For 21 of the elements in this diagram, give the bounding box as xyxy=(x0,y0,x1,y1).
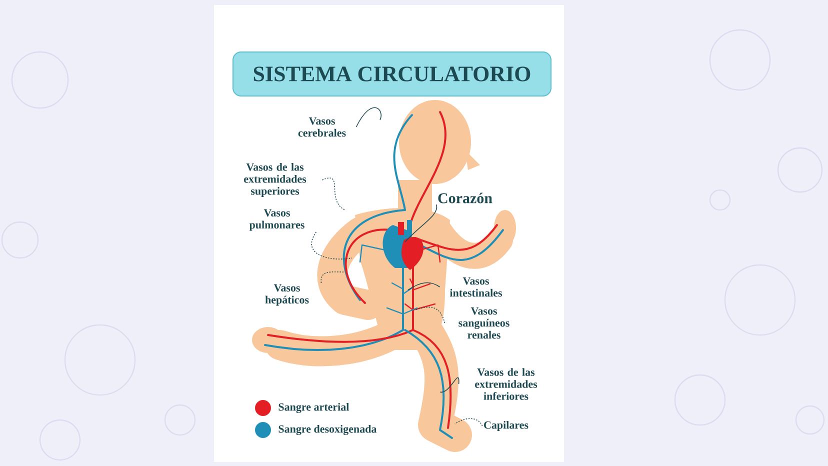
callout-label: Vasos hepáticos xyxy=(265,284,309,306)
legend-label: Sangre arterial xyxy=(278,402,349,414)
leader-line xyxy=(311,232,352,260)
callout-label: Vasos cerebrales xyxy=(298,117,346,137)
leader-line xyxy=(440,377,460,392)
leader-line xyxy=(454,418,483,426)
callout-label: Vasos de las extremidades inferiores xyxy=(475,368,538,400)
leader-line xyxy=(320,271,346,284)
leader-line xyxy=(356,107,382,128)
callout-label: Vasos intestinales xyxy=(450,277,502,297)
leader-line xyxy=(322,178,346,210)
callout-label: Vasos de las extremidades superiores xyxy=(244,163,306,197)
callout-label: Vasos pulmonares xyxy=(249,209,304,231)
leader-line xyxy=(414,306,446,324)
leader-line xyxy=(404,204,438,242)
legend-label: Sangre desoxigenada xyxy=(278,424,377,436)
callout-label: Vasos sanguíneos renales xyxy=(458,307,510,339)
callout-label: Corazón xyxy=(438,192,492,204)
leader-line xyxy=(408,282,440,290)
callout-label: Capilares xyxy=(484,421,528,431)
title-banner: SISTEMA CIRCULATORIO xyxy=(232,52,552,96)
